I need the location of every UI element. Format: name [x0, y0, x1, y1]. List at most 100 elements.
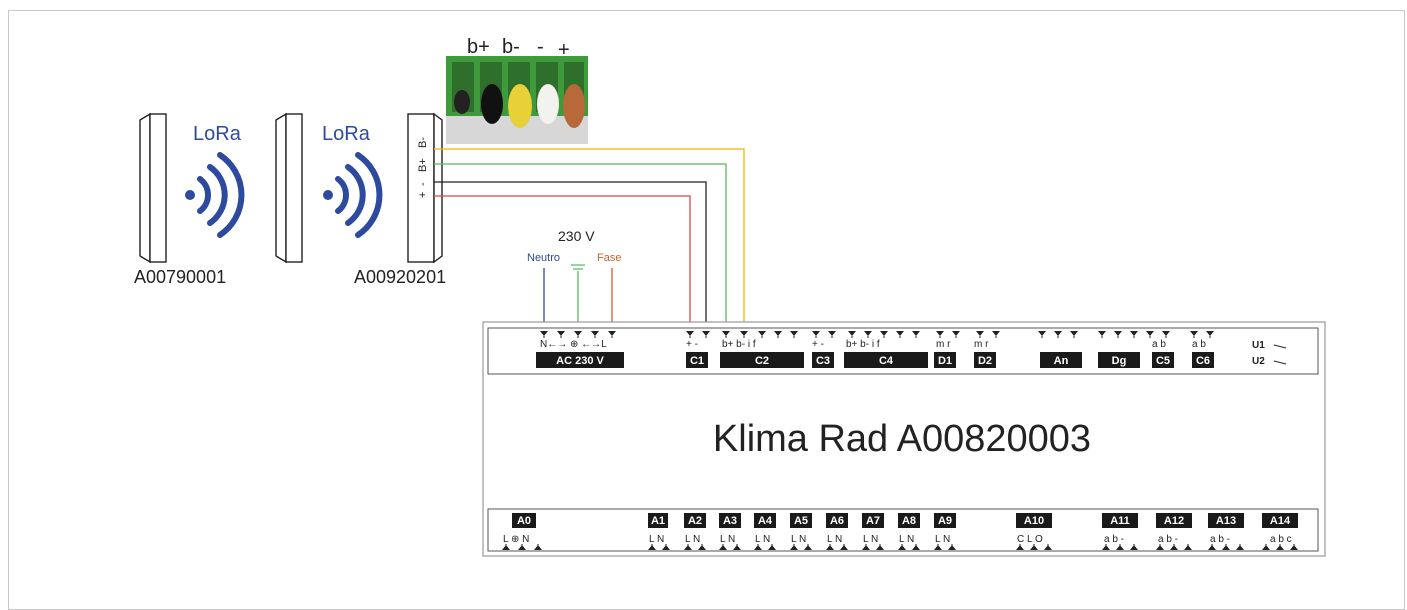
terminal-group-an: An — [1040, 352, 1082, 368]
terminal-pin — [740, 331, 748, 338]
terminal-pin — [812, 331, 820, 338]
pin-labels-c1: + - — [686, 339, 698, 350]
svg-text:A9: A9 — [938, 515, 952, 527]
terminal-pin — [1054, 331, 1062, 338]
terminal-group-a2: A2 — [684, 513, 706, 528]
terminal-group-a4: A4 — [754, 513, 776, 528]
terminal-pin — [722, 331, 730, 338]
top-terminal-pins — [540, 331, 1214, 338]
pin-labels-a10: C L O — [1017, 534, 1043, 545]
earth-symbol — [571, 264, 585, 270]
terminal-pin — [1276, 544, 1284, 550]
terminal-pin — [1190, 331, 1198, 338]
terminal-pin — [864, 331, 872, 338]
terminal-pin — [754, 544, 762, 550]
pin-labels-ln: L N — [649, 534, 664, 545]
terminal-pin — [1016, 544, 1024, 550]
side-label-b-minus: B- — [417, 137, 429, 148]
svg-text:A11: A11 — [1110, 515, 1130, 527]
svg-text:Dg: Dg — [1112, 355, 1127, 367]
bus-device — [407, 112, 443, 264]
svg-text:A12: A12 — [1164, 515, 1184, 527]
terminal-group-c6: C6 — [1192, 352, 1214, 368]
pin-labels-c5: a b — [1152, 339, 1166, 350]
terminal-block-illustration — [446, 56, 588, 144]
terminal-pin — [1030, 544, 1038, 550]
terminal-pin — [948, 544, 956, 550]
terminal-pin — [912, 331, 920, 338]
lora-label-1: LoRa — [193, 123, 242, 145]
terminal-pin — [1102, 544, 1110, 550]
bottom-terminal-pins — [502, 544, 1298, 550]
svg-text:An: An — [1054, 355, 1069, 367]
bus-wires — [434, 148, 745, 334]
terminal-pin — [608, 331, 616, 338]
terminal-pin — [684, 544, 692, 550]
terminal-pin — [790, 544, 798, 550]
terminal-pin — [1044, 544, 1052, 550]
pin-labels-c6: a b — [1192, 339, 1206, 350]
terminal-group-a14: A14 — [1262, 513, 1298, 528]
pin-labels-ab: a b - — [1210, 534, 1230, 545]
terminal-pin — [952, 331, 960, 338]
side-label-plus: + — [417, 192, 429, 198]
svg-text:A6: A6 — [830, 515, 844, 527]
terminal-pin — [790, 331, 798, 338]
lora-label-2: LoRa — [322, 123, 371, 145]
terminal-group-a12: A12 — [1156, 513, 1192, 528]
terminal-pin — [686, 331, 694, 338]
terminal-group-a9: A9 — [934, 513, 956, 528]
wire-plus — [434, 195, 691, 334]
terminal-pin — [774, 331, 782, 338]
remote-device-id: A00790001 — [134, 267, 226, 287]
terminal-group-a0: A0 — [512, 513, 536, 528]
terminal-pin — [828, 331, 836, 338]
pin-labels-ln: L N — [685, 534, 700, 545]
pin-labels-ln: L N — [791, 534, 806, 545]
terminal-pin — [898, 544, 906, 550]
u1-label: U1 — [1252, 340, 1265, 351]
terminal-pin — [992, 331, 1000, 338]
wiring-diagram: LoRa A00790001 LoRa B- B+ - + A00920201 … — [134, 36, 1326, 557]
pin-labels-c4: b+ b- i f — [846, 339, 880, 350]
terminal-pin — [534, 544, 542, 550]
terminal-pin — [502, 544, 510, 550]
pin-labels-a0: L ⊕ N — [503, 534, 529, 545]
voltage-label: 230 V — [558, 228, 595, 244]
terminal-group-a5: A5 — [790, 513, 812, 528]
terminal-group-a1: A1 — [648, 513, 668, 528]
terminal-pin — [848, 331, 856, 338]
terminal-pin — [1184, 544, 1192, 550]
terminal-pin — [574, 331, 582, 338]
terminal-pin — [1116, 544, 1124, 550]
terminal-pin — [976, 331, 984, 338]
svg-text:A2: A2 — [688, 515, 702, 527]
terminal-pin — [719, 544, 727, 550]
svg-text:AC 230 V: AC 230 V — [556, 355, 604, 367]
svg-text:A1: A1 — [651, 515, 665, 527]
pin-labels-c2: b+ b- i f — [722, 339, 756, 350]
terminal-pin — [912, 544, 920, 550]
side-label-minus: - — [417, 182, 429, 186]
terminal-group-c5: C5 — [1152, 352, 1174, 368]
repeater-device — [275, 112, 303, 264]
svg-text:C2: C2 — [755, 355, 769, 367]
lora-signal-icon — [323, 155, 379, 235]
terminal-group-c3: C3 — [812, 352, 834, 368]
terminal-pin — [1156, 544, 1164, 550]
u2-label: U2 — [1252, 356, 1265, 367]
terminal-pin — [1070, 331, 1078, 338]
connector-label-plus: + — [558, 39, 570, 61]
terminal-pin — [1114, 331, 1122, 338]
terminal-pin — [518, 544, 526, 550]
lora-signal-icon — [185, 155, 241, 235]
terminal-pin — [934, 544, 942, 550]
wire-b-minus — [434, 148, 745, 334]
terminal-pin — [698, 544, 706, 550]
svg-text:C5: C5 — [1156, 355, 1170, 367]
svg-text:A7: A7 — [866, 515, 880, 527]
terminal-group-a3: A3 — [719, 513, 741, 528]
terminal-group-a11: A11 — [1102, 513, 1138, 528]
terminal-pin — [876, 544, 884, 550]
